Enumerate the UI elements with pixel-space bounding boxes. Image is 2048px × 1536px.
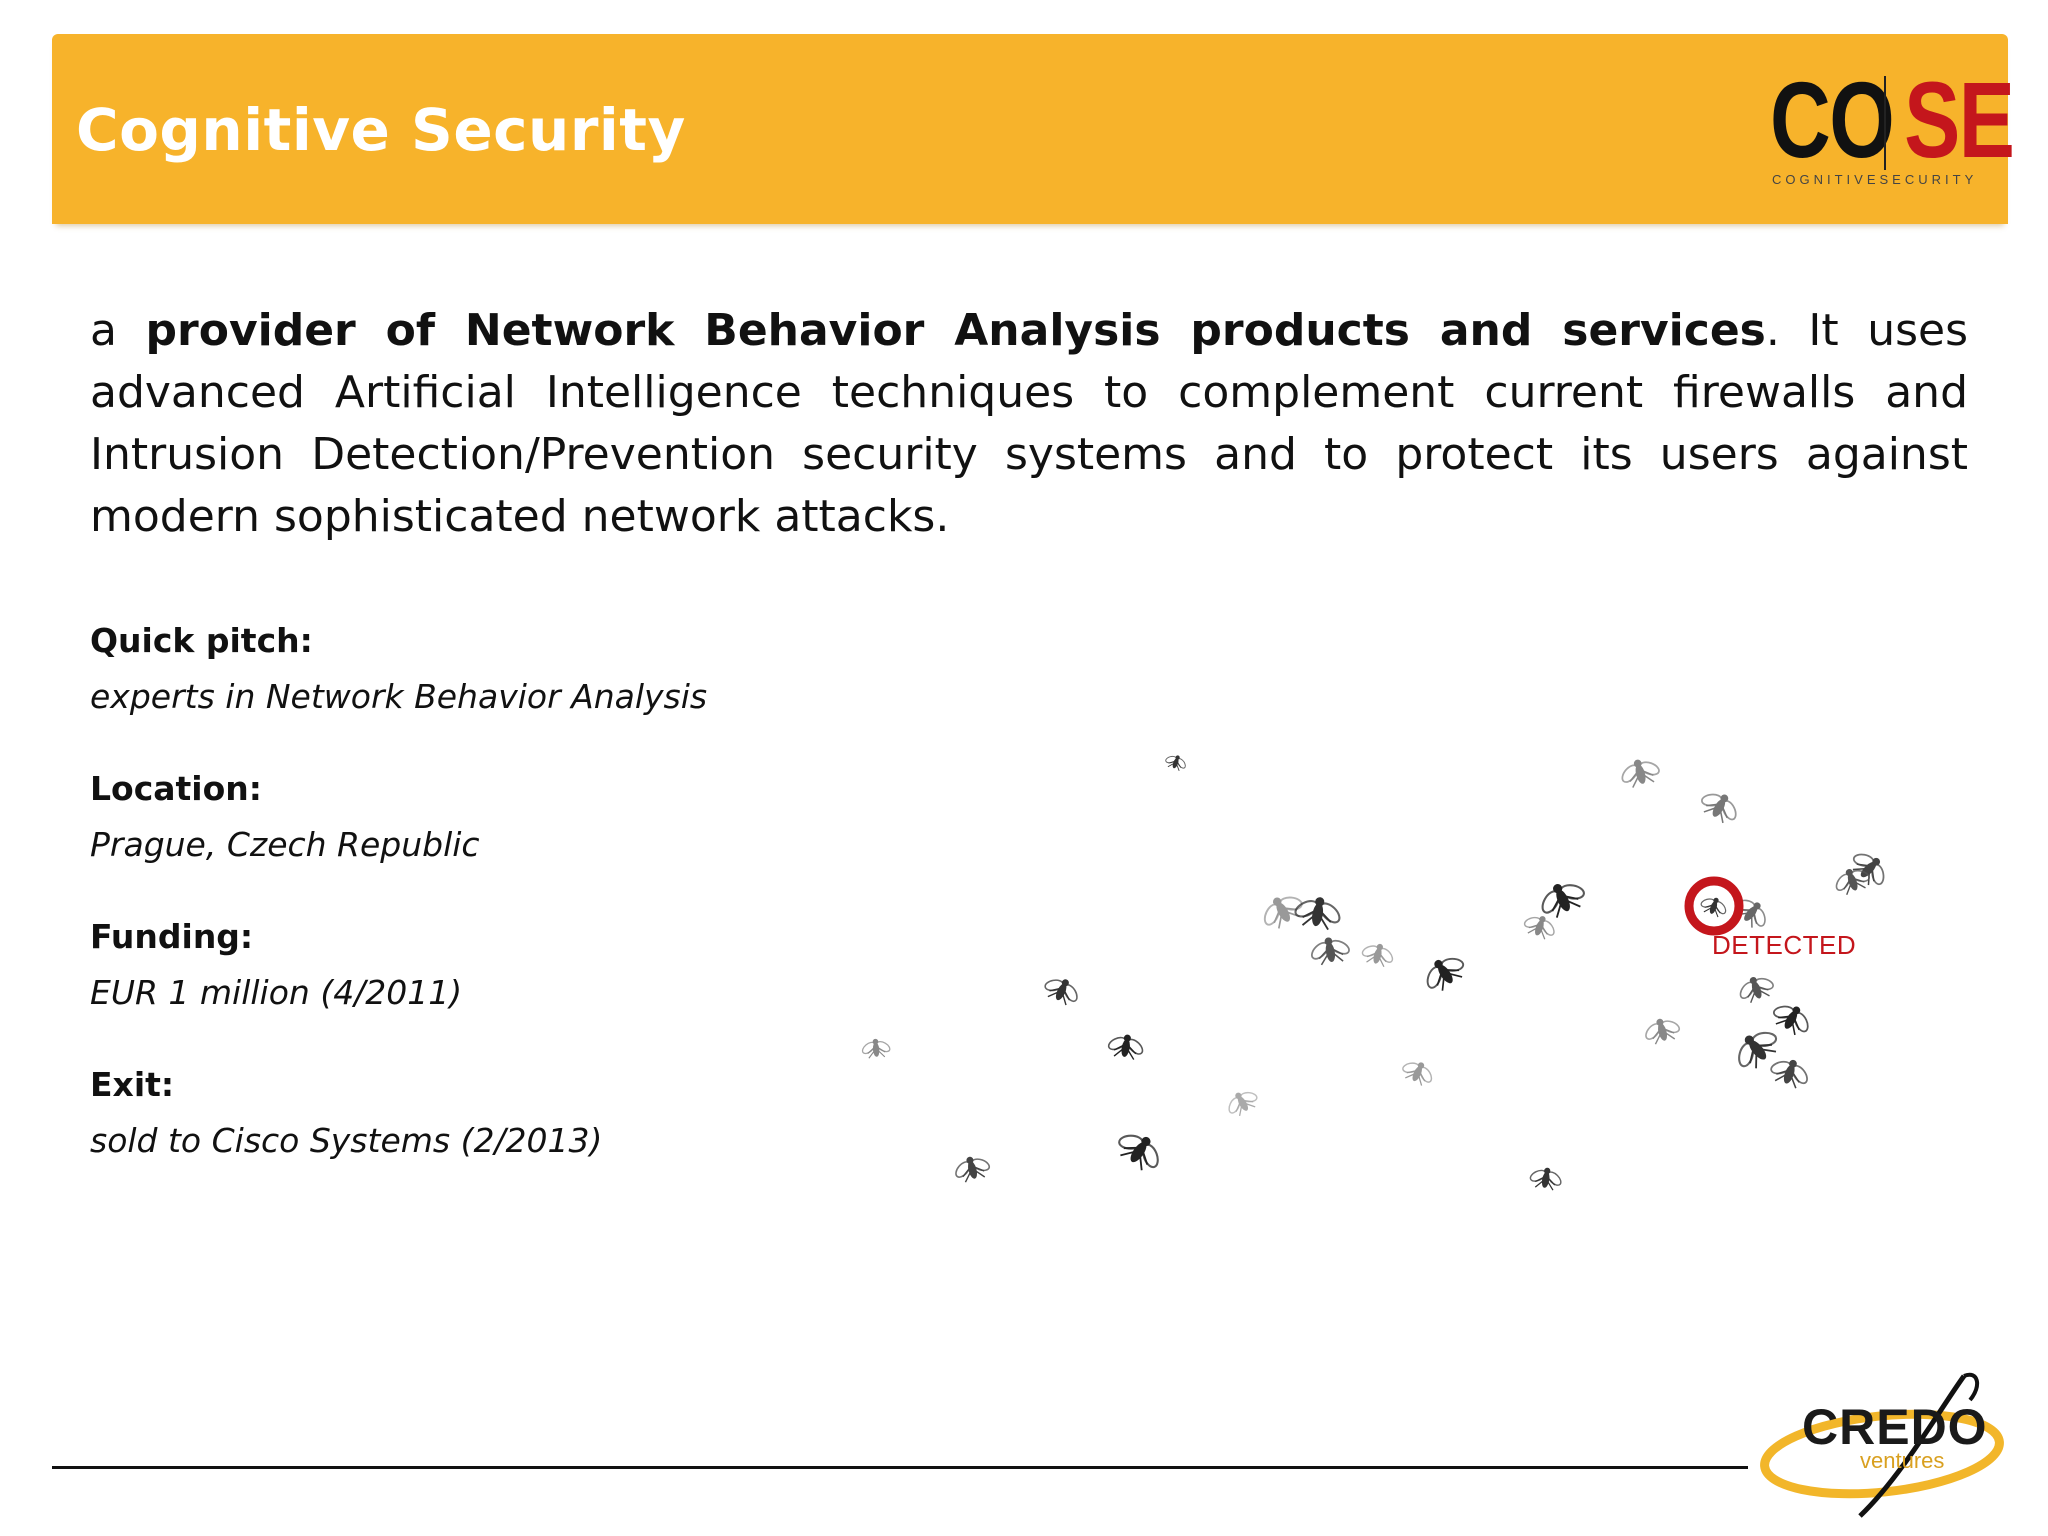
fly-icon: [1829, 861, 1876, 899]
fly-icon: [1162, 751, 1190, 774]
fly-icon: [1357, 938, 1399, 970]
credo-orbit-icon: [1760, 1372, 2004, 1518]
intro-rest: . It uses advanced Artificial Intelligen…: [90, 305, 1968, 542]
fly-icon: [1519, 909, 1561, 943]
facts-list: Quick pitch: experts in Network Behavior…: [90, 620, 990, 1212]
fact-label: Quick pitch:: [90, 621, 313, 660]
detected-target-icon: [1684, 876, 1744, 936]
intro-lead: a: [90, 305, 146, 356]
cose-logo-divider: [1884, 76, 1886, 170]
fly-icon: [1416, 946, 1473, 999]
fact-label: Location:: [90, 769, 262, 808]
fly-icon: [1396, 1054, 1439, 1090]
footer-rule: [52, 1466, 1748, 1469]
page-title: Cognitive Security: [76, 96, 686, 164]
fly-icon: [1531, 872, 1593, 924]
credo-logo-sub: ventures: [1860, 1448, 1945, 1473]
fly-icon: [1615, 753, 1665, 792]
fact-value: Prague, Czech Republic: [90, 825, 480, 864]
fly-icon: [1764, 1051, 1816, 1093]
fly-icon: [1726, 1019, 1787, 1078]
fly-icon: [1694, 783, 1746, 829]
fact-value: EUR 1 million (4/2011): [90, 973, 463, 1012]
fly-icon: [1305, 932, 1355, 968]
fly-icon: [1103, 1030, 1148, 1062]
fly-icon: [1220, 1083, 1264, 1121]
fly-icon: [1733, 969, 1780, 1007]
intro-bold: provider of Network Behavior Analysis pr…: [145, 305, 1766, 356]
fly-icon: [1253, 885, 1311, 936]
fact-exit: Exit: sold to Cisco Systems (2/2013): [90, 1064, 990, 1162]
fly-icon: [1728, 889, 1776, 935]
cose-logo-co: CO: [1770, 59, 1895, 180]
fact-label: Exit:: [90, 1065, 175, 1104]
fly-icon: [1109, 1122, 1171, 1179]
cose-logo-tagline: COGNITIVESECURITY: [1772, 172, 1978, 187]
fact-funding: Funding: EUR 1 million (4/2011): [90, 916, 990, 1014]
header-bar: [52, 34, 2008, 224]
fly-icon: [1038, 970, 1086, 1010]
intro-paragraph: a provider of Network Behavior Analysis …: [90, 300, 1968, 548]
credo-logo-word: CREDO: [1802, 1399, 1988, 1455]
fact-label: Funding:: [90, 917, 254, 956]
fact-location: Location: Prague, Czech Republic: [90, 768, 990, 866]
fly-icon: [1526, 1164, 1566, 1193]
fly-icon: [1766, 995, 1818, 1041]
fact-quick-pitch: Quick pitch: experts in Network Behavior…: [90, 620, 990, 718]
cose-logo-se: SE: [1904, 59, 2015, 180]
credo-logo: CREDO ventures: [1752, 1366, 2012, 1526]
fly-icon: [1289, 891, 1347, 933]
fly-icon: [1639, 1013, 1685, 1048]
fact-value: experts in Network Behavior Analysis: [90, 677, 708, 716]
fact-value: sold to Cisco Systems (2/2013): [90, 1121, 603, 1160]
detected-label: DETECTED: [1712, 930, 1857, 960]
fly-icon: [1844, 843, 1895, 894]
